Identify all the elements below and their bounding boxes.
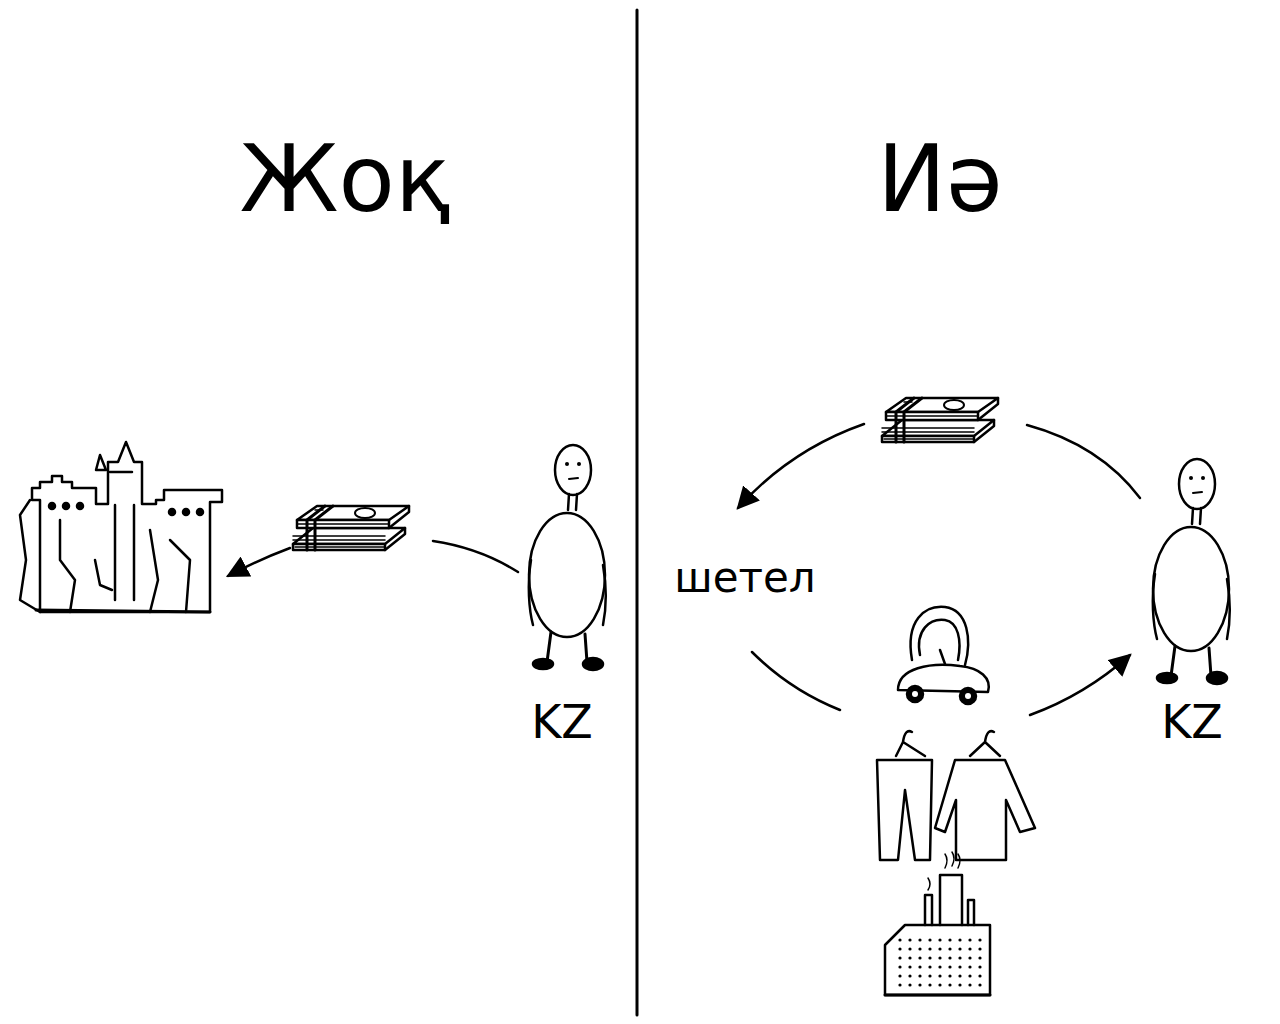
country-label: KZ [531, 699, 593, 745]
money-stack [882, 398, 998, 442]
window-dots [898, 938, 981, 986]
castle-drawing [20, 442, 222, 612]
person-figure [529, 445, 606, 670]
heading: Иә [877, 134, 1002, 226]
money-stack [293, 506, 409, 550]
factory-drawing [885, 852, 990, 995]
place-label: шетел [674, 557, 815, 599]
clothes-drawing [877, 731, 1035, 860]
heading: Жоқ [240, 134, 451, 226]
country-label: KZ [1161, 699, 1223, 745]
car-drawing [898, 607, 989, 704]
person-figure [1153, 459, 1230, 684]
